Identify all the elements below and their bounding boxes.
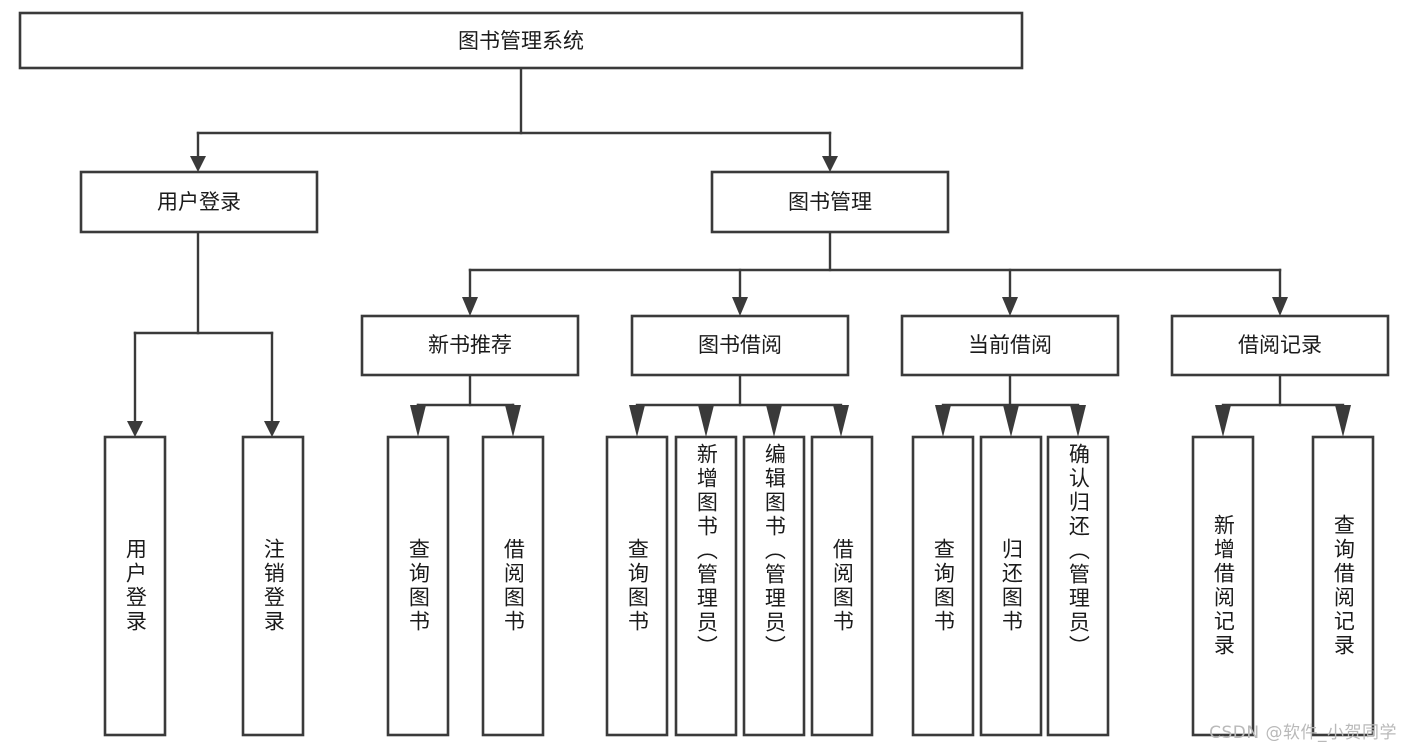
node-leaf-return-book[interactable] [979, 435, 1043, 737]
node-leaf-edit-book[interactable] [742, 435, 806, 737]
node-leaf-logout[interactable] [241, 435, 305, 737]
node-user-login-label: 用户登录 [157, 190, 241, 214]
arrow-head-leaf-logout [264, 421, 280, 437]
arrow-head-leaf-return-book [1003, 405, 1019, 437]
node-book-manage[interactable] [710, 170, 950, 234]
arrow-head-leaf-add-record [1215, 405, 1231, 437]
node-book-borrow[interactable] [630, 314, 850, 377]
node-leaf-query-book-1[interactable] [386, 435, 450, 737]
node-borrow-record[interactable] [1170, 314, 1390, 377]
node-book-manage-label: 图书管理 [788, 190, 872, 214]
node-book-borrow-label: 图书借阅 [698, 333, 782, 357]
arrow-head-leaf-borrow-book-1 [505, 405, 521, 437]
node-user-login[interactable] [79, 170, 319, 234]
arrow-head-current-borrow [1002, 297, 1018, 316]
node-leaf-confirm-return[interactable] [1046, 435, 1110, 737]
arrow-head-borrow-record [1272, 297, 1288, 316]
node-layer: 图书管理系统 用户登录 图书管理 新书推荐 图书借阅 当前借阅 借阅记录 [18, 11, 1390, 737]
arrow-head-leaf-query-book-2 [629, 405, 645, 437]
node-root[interactable] [18, 11, 1024, 70]
node-leaf-borrow-book-1[interactable] [481, 435, 545, 737]
connector-layer [127, 66, 1351, 437]
arrow-head-leaf-edit-book [766, 405, 782, 437]
node-leaf-query-book-2[interactable] [605, 435, 669, 737]
node-new-book-recommend[interactable] [360, 314, 580, 377]
arrow-head-book-manage [822, 156, 838, 172]
node-leaf-add-book[interactable] [674, 435, 738, 737]
node-leaf-user-login[interactable] [103, 435, 167, 737]
arrow-head-leaf-borrow-book-2 [833, 405, 849, 437]
arrow-head-leaf-query-book-1 [410, 405, 426, 437]
node-leaf-add-record[interactable] [1191, 435, 1255, 737]
node-borrow-record-label: 借阅记录 [1238, 333, 1322, 357]
node-current-borrow[interactable] [900, 314, 1120, 377]
arrow-head-new-book-recommend [462, 297, 478, 316]
arrow-head-leaf-query-record [1335, 405, 1351, 437]
arrow-head-leaf-confirm-return [1070, 405, 1086, 437]
csdn-watermark: CSDN @软件_小贺同学 [1209, 723, 1397, 743]
arrow-head-leaf-user-login [127, 421, 143, 437]
arrow-head-user-login [190, 156, 206, 172]
node-leaf-borrow-book-2[interactable] [810, 435, 874, 737]
node-new-book-recommend-label: 新书推荐 [428, 333, 512, 357]
arrow-head-leaf-query-book-3 [935, 405, 951, 437]
node-root-label: 图书管理系统 [458, 29, 584, 53]
arrow-head-leaf-add-book [698, 405, 714, 437]
node-leaf-query-book-3[interactable] [911, 435, 975, 737]
arrow-head-book-borrow [732, 297, 748, 316]
node-leaf-query-record[interactable] [1311, 435, 1375, 737]
node-current-borrow-label: 当前借阅 [968, 333, 1052, 357]
